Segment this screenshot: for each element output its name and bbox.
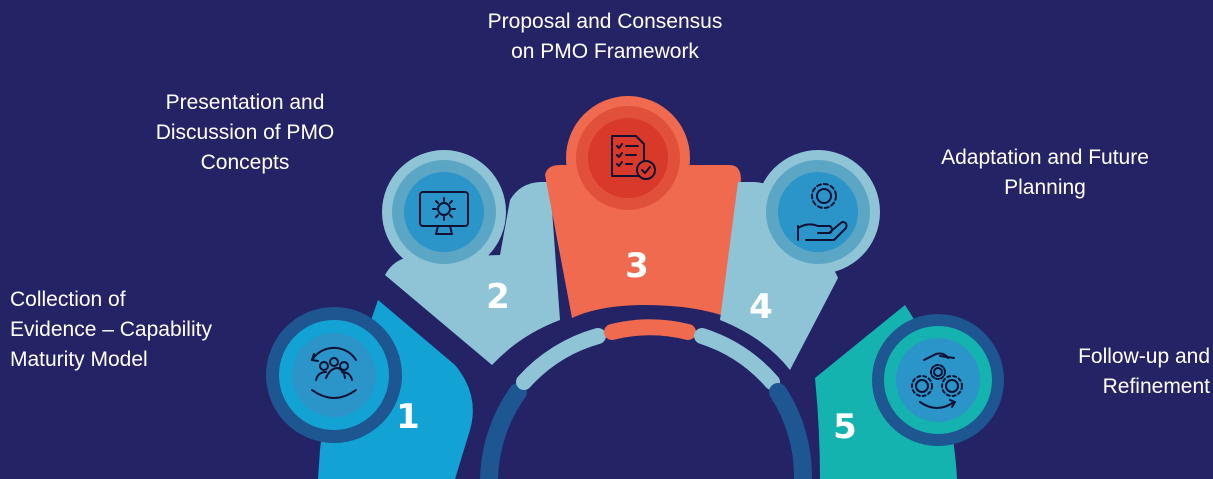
hand-gear-icon xyxy=(797,183,848,241)
step-2-circle xyxy=(382,150,506,274)
step-4-label: Adaptation and Future Planning xyxy=(941,146,1149,199)
team-cycle-icon xyxy=(311,346,357,399)
step-4-circle xyxy=(756,150,880,274)
step-4-number: 4 xyxy=(749,287,773,327)
step-3-number: 3 xyxy=(625,246,649,286)
step-3-circle xyxy=(566,96,690,220)
step-2-number: 2 xyxy=(486,277,510,317)
step-1-label: Collection of Evidence – Capability Matu… xyxy=(10,288,212,371)
step-4-panel xyxy=(720,182,838,370)
step-5-number: 5 xyxy=(833,407,857,447)
step-5-label: Follow-up and Refinement xyxy=(1078,345,1210,398)
monitor-gear-icon xyxy=(419,191,469,235)
hand-gears-cycle-icon xyxy=(911,352,963,409)
inner-arc-ring xyxy=(480,319,812,479)
checklist-document-icon xyxy=(611,135,656,180)
step-2-panel xyxy=(385,182,560,365)
step-2-label: Presentation and Discussion of PMO Conce… xyxy=(155,91,335,174)
step-1-circle xyxy=(266,307,402,443)
step-1-number: 1 xyxy=(396,397,420,437)
step-3-label: Proposal and Consensus on PMO Framework xyxy=(487,10,723,63)
